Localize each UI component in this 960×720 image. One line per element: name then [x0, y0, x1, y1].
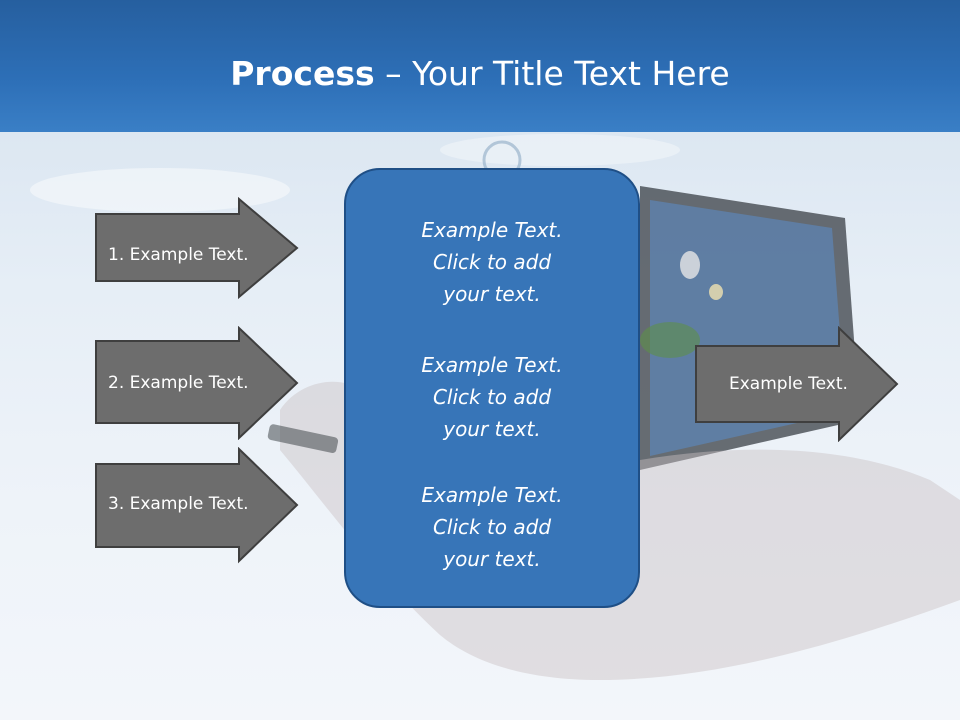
text-block-2-line-3: your text.	[443, 417, 541, 441]
text-block-1: Example Text. Click to add your text.	[346, 214, 638, 310]
text-block-2-line-1: Example Text.	[421, 353, 563, 377]
title-bold: Process	[230, 54, 375, 93]
left-arrow-1	[95, 197, 299, 300]
text-block-2-line-2: Click to add	[432, 385, 552, 409]
text-block-3: Example Text. Click to add your text.	[346, 479, 638, 575]
left-arrow-3-label: 3. Example Text.	[108, 494, 249, 514]
text-block-3-line-1: Example Text.	[421, 483, 563, 507]
text-block-3-line-3: your text.	[443, 547, 541, 571]
text-block-3-line-2: Click to add	[432, 515, 552, 539]
slide-title: Process – Your Title Text Here	[0, 50, 960, 98]
text-block-1-line-3: your text.	[443, 282, 541, 306]
title-banner	[0, 0, 960, 132]
right-arrow-label: Example Text.	[729, 374, 848, 394]
center-text-box: Example Text. Click to add your text. Ex…	[344, 168, 640, 608]
left-arrow-2-label: 2. Example Text.	[108, 373, 249, 393]
text-block-1-line-2: Click to add	[432, 250, 552, 274]
title-rest: – Your Title Text Here	[374, 54, 730, 93]
text-block-2: Example Text. Click to add your text.	[346, 349, 638, 445]
right-arrow	[695, 326, 899, 442]
left-arrow-1-label: 1. Example Text.	[108, 245, 249, 265]
left-arrow-2	[95, 326, 299, 440]
left-arrow-3	[95, 447, 299, 564]
text-block-1-line-1: Example Text.	[421, 218, 563, 242]
